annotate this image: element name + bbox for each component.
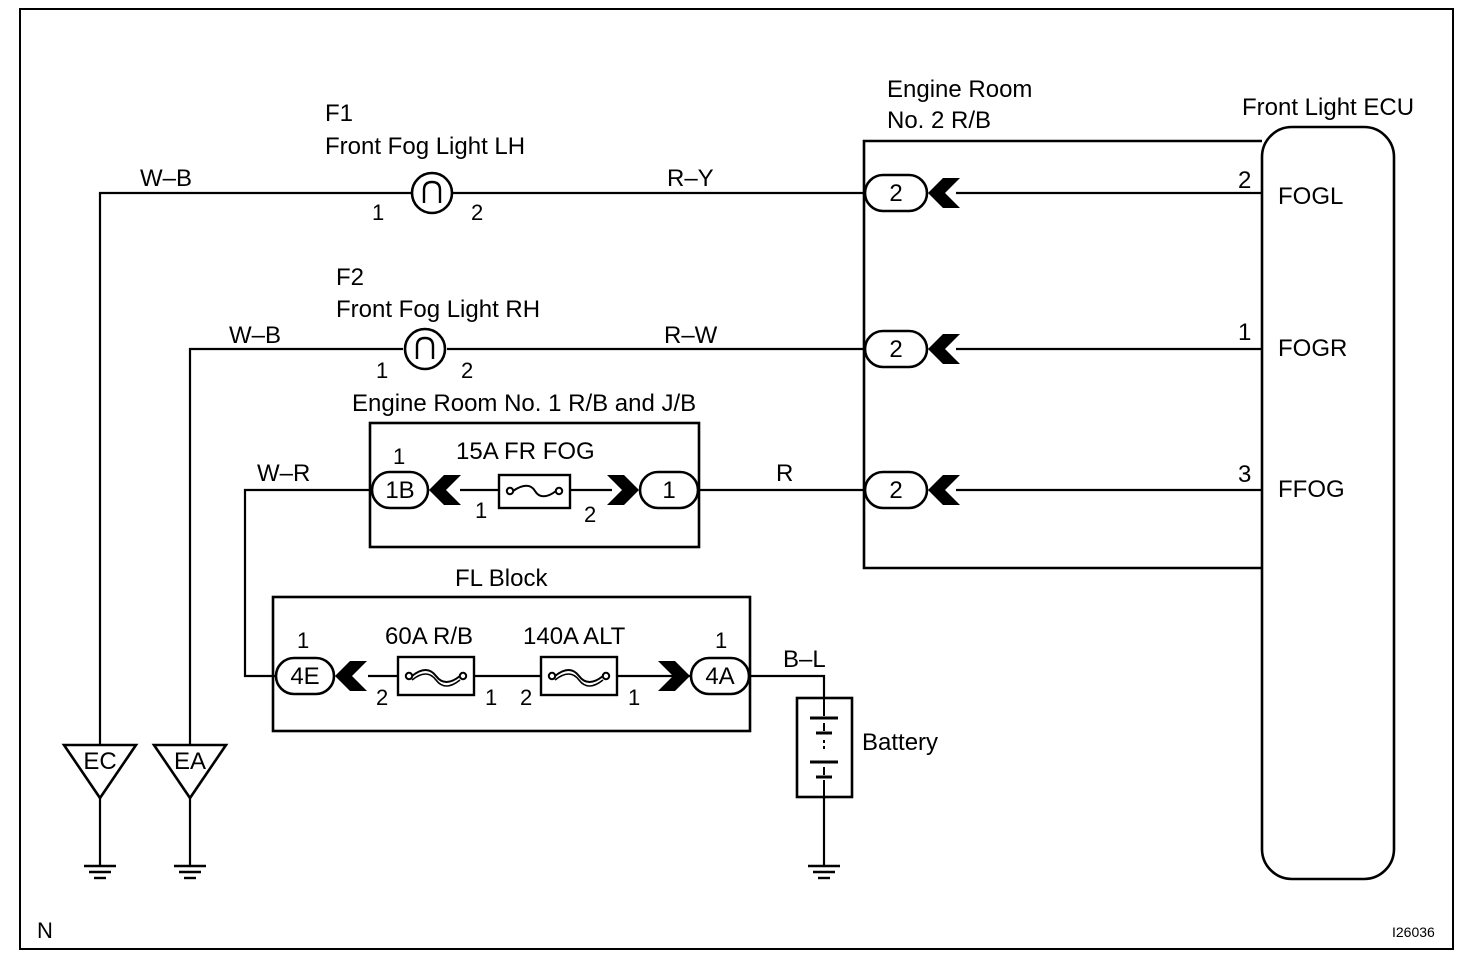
ecu-title: Front Light ECU (1242, 94, 1414, 121)
pin-number: 1 (297, 628, 309, 653)
ecu-pin-number: 1 (1238, 319, 1251, 346)
f2-bulb-icon (403, 327, 447, 371)
fuse-fr-fog-icon (497, 473, 572, 510)
f1-bulb-icon (410, 171, 454, 215)
ground-ea-triangle-icon (151, 743, 229, 801)
wire-label-r: R (776, 460, 793, 487)
ecu-pin-name: FOGR (1278, 335, 1347, 362)
ground-ea-label: EA (174, 748, 206, 775)
wire-wb-top (98, 191, 412, 765)
f2-name-label: Front Fog Light RH (336, 296, 540, 323)
wire-label-bl: B–L (783, 646, 826, 673)
fl-connector-right-label: 4A (705, 663, 734, 690)
fl-block-box (271, 595, 752, 733)
ecu-pin-number: 3 (1238, 461, 1251, 488)
rb1-connector-right-label: 1 (662, 477, 675, 504)
rb2-connector-3 (863, 470, 960, 510)
wire-label-wr: W–R (257, 460, 310, 487)
f1-id-label: F1 (325, 100, 353, 127)
ecu-pin-name: FOGL (1278, 183, 1343, 210)
rb2-connector-label: 2 (889, 180, 902, 207)
f1-name-label: Front Fog Light LH (325, 133, 525, 160)
fl-connector-right (658, 656, 751, 696)
f2-id-label: F2 (336, 264, 364, 291)
pin-number: 1 (475, 498, 487, 523)
pin-number: 1 (376, 358, 388, 383)
pin-number: 2 (471, 200, 483, 225)
rb2-title-line1: Engine Room (887, 76, 1032, 103)
rb2-connector-label: 2 (889, 477, 902, 504)
fl-connector-left (274, 656, 367, 696)
rb1-connector-left-label: 1B (385, 477, 414, 504)
ground-symbol-ec-icon (84, 864, 116, 880)
pin-number: 2 (376, 685, 388, 710)
fuse-fr-fog-label: 15A FR FOG (456, 438, 595, 465)
pin-number: 1 (372, 200, 384, 225)
fuse-rb-label: 60A R/B (385, 623, 473, 650)
battery-icon (795, 696, 854, 799)
wire-label-ry: R–Y (667, 165, 714, 192)
ground-symbol-battery-icon (808, 864, 840, 880)
pin-number: 2 (584, 502, 596, 527)
rb1-connector-left (370, 470, 461, 510)
wire-label-wb-top: W–B (140, 165, 192, 192)
rb2-connector-1 (863, 173, 960, 213)
fuse-alt-label: 140A ALT (523, 623, 626, 650)
rb2-title-line2: No. 2 R/B (887, 107, 991, 134)
front-light-ecu-box (1260, 125, 1396, 881)
wire-bl (748, 674, 826, 698)
fuse-140a-alt-icon (539, 655, 619, 697)
pin-number: 2 (461, 358, 473, 383)
fl-connector-left-label: 4E (290, 663, 319, 690)
footer-left-code: N (37, 918, 53, 943)
ecu-pin-number: 2 (1238, 167, 1251, 194)
ground-ec-triangle-icon (61, 743, 139, 801)
pin-number: 1 (715, 628, 727, 653)
ground-symbol-ea-icon (174, 864, 206, 880)
rb1-connector-right (607, 470, 700, 510)
rb1-box (368, 421, 701, 549)
rb2-box (862, 139, 1262, 570)
wire-wr (243, 488, 372, 678)
ground-ec-label: EC (83, 748, 116, 775)
pin-number: 1 (485, 685, 497, 710)
fl-block-title: FL Block (455, 565, 548, 592)
fuse-60a-rb-icon (396, 655, 476, 697)
pin-number: 1 (393, 444, 405, 469)
pin-number: 2 (520, 685, 532, 710)
battery-label: Battery (862, 729, 938, 756)
ecu-pin-name: FFOG (1278, 476, 1345, 503)
footer-figure-code: I26036 (1392, 924, 1435, 940)
wire-wb-mid (188, 347, 403, 765)
pin-number: 1 (628, 685, 640, 710)
diagram-frame (19, 8, 1454, 950)
rb2-connector-label: 2 (889, 336, 902, 363)
wires (98, 191, 1262, 866)
rb2-connector-2 (863, 329, 960, 369)
wire-label-wb-mid: W–B (229, 322, 281, 349)
wire-label-rw: R–W (664, 322, 718, 349)
rb1-title: Engine Room No. 1 R/B and J/B (352, 390, 696, 417)
